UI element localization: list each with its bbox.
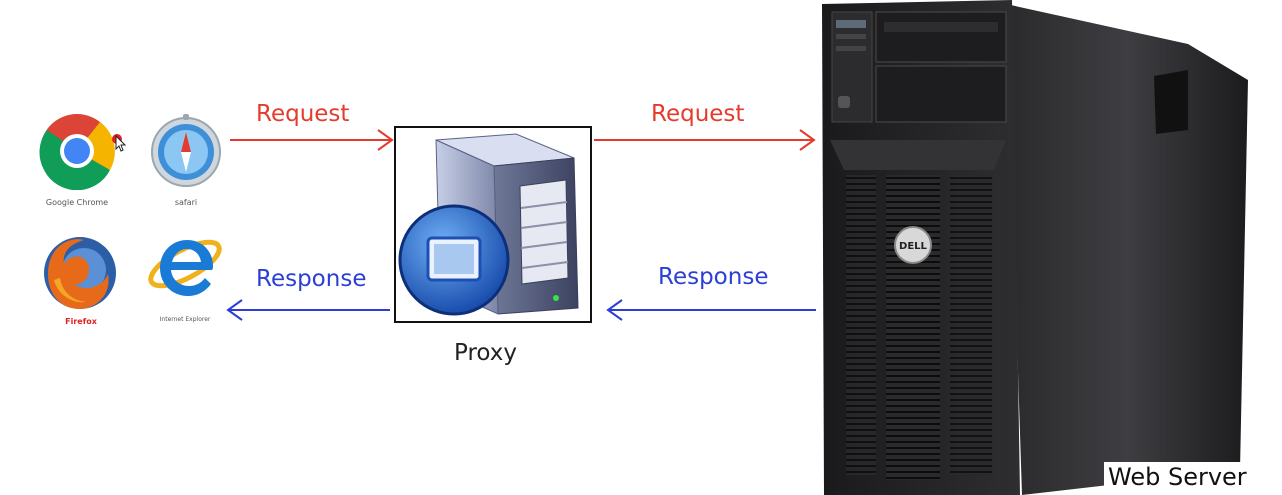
request-label-right: Request (651, 101, 745, 127)
response-arrow-right (606, 299, 816, 321)
tower-server-icon: DELL (822, 0, 1248, 495)
safari-caption: safari (174, 198, 198, 207)
chrome-icon (38, 112, 116, 191)
proxy-box (394, 126, 592, 323)
internet-explorer-icon (145, 226, 225, 306)
response-arrow-left (226, 299, 390, 321)
request-arrow-left (230, 129, 394, 151)
proxy-server-icon (398, 133, 579, 316)
mouse-cursor-icon (112, 134, 127, 157)
response-label-right: Response (658, 264, 769, 290)
request-label-left: Request (256, 101, 350, 127)
internet-explorer-caption: Internet Explorer (159, 316, 211, 323)
response-label-left: Response (256, 266, 367, 292)
request-arrow-right (594, 129, 816, 151)
proxy-label: Proxy (454, 340, 518, 366)
web-server-label: Web Server (1104, 462, 1251, 493)
dell-logo: DELL (899, 241, 928, 252)
firefox-icon (40, 234, 120, 312)
chrome-caption: Google Chrome (45, 198, 109, 207)
firefox-caption: Firefox (65, 317, 97, 326)
safari-icon (148, 112, 224, 188)
